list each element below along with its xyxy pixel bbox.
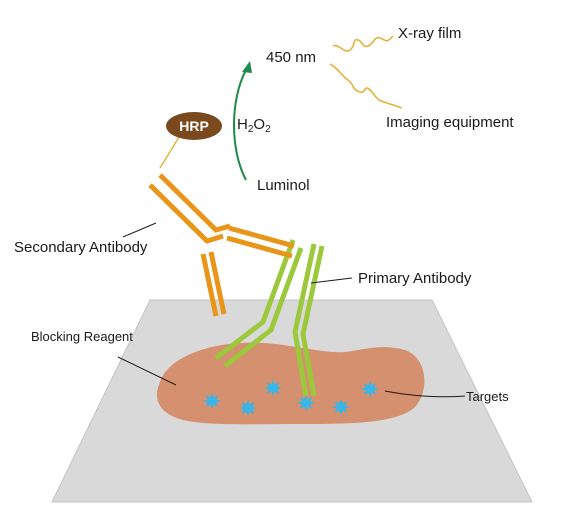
wavelength-label: 450 nm: [266, 49, 316, 66]
target-icon: [297, 394, 315, 412]
targets-leader: [384, 390, 466, 398]
arrow-head-icon: [242, 61, 252, 73]
primary-antibody-left-arm-outer: [214, 239, 296, 360]
targets-label: Targets: [466, 389, 509, 404]
secondary-antibody-right-arm-top: [228, 225, 295, 249]
target-icon: [203, 392, 221, 410]
primary-antibody-label: Primary Antibody: [358, 270, 472, 287]
secondary-antibody-leader: [122, 222, 157, 238]
secondary-antibody-stem-right: [208, 251, 227, 315]
targets-group: [203, 379, 379, 417]
hrp-label: HRP: [179, 118, 209, 134]
secondary-antibody-arm-outer: [148, 183, 224, 244]
light-wave-icon-2: [329, 63, 403, 109]
secondary-antibody-right-arm-bottom: [226, 235, 293, 259]
arrow-icon: [233, 69, 247, 181]
target-icon: [361, 380, 379, 398]
primary-antibody-right-arm-outer: [292, 243, 317, 397]
h2o2-label: H2O2: [237, 116, 271, 135]
primary-antibody-right-arm-inner: [300, 245, 325, 397]
secondary-antibody-arm-inner: [158, 173, 231, 233]
primary-antibody: [214, 239, 325, 397]
light-wave-icon: [332, 35, 394, 52]
primary-antibody-leader: [310, 277, 353, 284]
imaging-equipment-label: Imaging equipment: [386, 114, 514, 131]
hrp-link-line: [159, 136, 180, 169]
primary-antibody-left-arm-inner: [223, 247, 304, 368]
secondary-antibody: [148, 173, 295, 317]
blocking-reagent-layer: [156, 342, 425, 425]
luminol-label: Luminol: [257, 177, 310, 194]
hrp-enzyme: [166, 112, 222, 140]
xray-film-label: X-ray film: [398, 25, 461, 42]
target-icon: [264, 379, 282, 397]
blocking-reagent-leader: [117, 356, 177, 386]
target-icon: [332, 398, 350, 416]
secondary-antibody-stem-left: [200, 253, 219, 317]
blocking-reagent-label: Blocking Reagent: [31, 329, 133, 344]
secondary-antibody-label: Secondary Antibody: [14, 239, 148, 256]
target-icon: [239, 399, 257, 417]
